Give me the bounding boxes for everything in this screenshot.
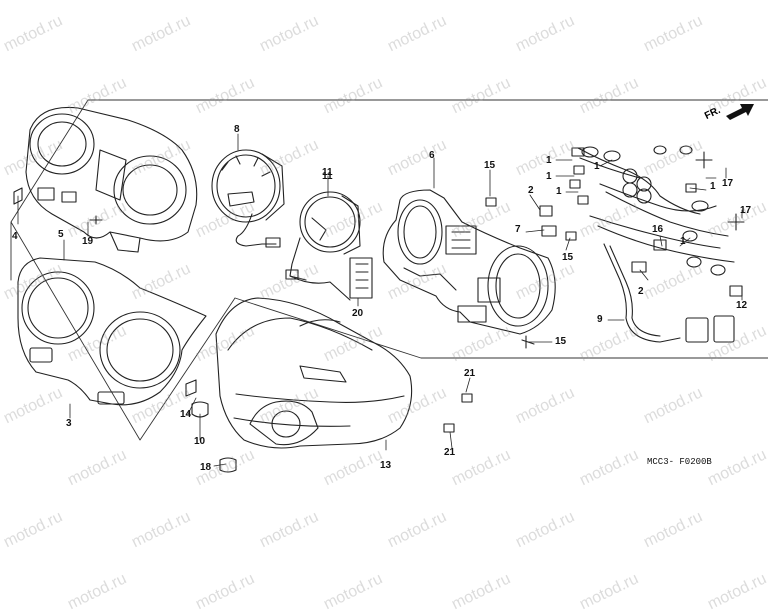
meter-case [25, 106, 198, 253]
callout-label: 1 [546, 155, 552, 166]
meter-cover [17, 257, 207, 406]
callout-label: 17 [740, 205, 752, 216]
fairing-panel [215, 297, 413, 449]
callout-label: 10 [194, 436, 206, 447]
callout-label: 1 [546, 171, 552, 182]
callout-label: 17 [722, 178, 734, 189]
group-boundary-frame [10, 99, 768, 441]
watermark-text: motod.ru [65, 570, 130, 614]
callout-label: 6 [429, 150, 435, 161]
speedometer [211, 149, 285, 248]
leader-lines [17, 133, 743, 467]
callout-label: 15 [484, 160, 496, 171]
tachometer [285, 191, 373, 301]
callout-label: 19 [82, 236, 94, 247]
callout-label: 11 [322, 171, 333, 182]
callout-label: 3 [66, 418, 72, 429]
callout-label: 4 [12, 231, 18, 242]
callout-label: 15 [562, 252, 574, 263]
callout-label: 18 [200, 462, 212, 473]
callout-label: 13 [380, 460, 392, 471]
callout-label: 2 [638, 286, 644, 297]
callout-label: 21 [444, 447, 456, 458]
parts-diagram [10, 99, 768, 473]
callout-label: 15 [555, 336, 567, 347]
meter-housing [382, 189, 556, 335]
watermark-text: motod.ru [321, 570, 386, 614]
callout-label: 1 [680, 236, 686, 247]
callout-label: 5 [58, 229, 64, 240]
watermark-text: motod.ru [705, 570, 768, 614]
callout-label: 11 [322, 167, 333, 178]
watermark-text: motod.ru [449, 570, 514, 614]
callout-label: 8 [234, 124, 240, 135]
callout-label: 1 [710, 181, 716, 192]
fasteners [13, 147, 745, 473]
wire-harness [577, 145, 735, 343]
callout-label: 1 [556, 186, 562, 197]
watermark-text: motod.ru [193, 570, 258, 614]
callout-label: 2 [528, 185, 534, 196]
front-direction-arrow [726, 104, 754, 120]
callout-label: 16 [652, 224, 664, 235]
diagram-code: MCC3- F0200B [647, 457, 712, 467]
callout-label: 7 [515, 224, 521, 235]
callout-label: 14 [180, 409, 192, 420]
callout-label: 9 [597, 314, 603, 325]
callout-label: 21 [464, 368, 476, 379]
callout-label: 20 [352, 308, 364, 319]
watermark-text: motod.ru [577, 570, 642, 614]
callout-label: 12 [736, 300, 748, 311]
callout-label: 1 [594, 161, 600, 172]
